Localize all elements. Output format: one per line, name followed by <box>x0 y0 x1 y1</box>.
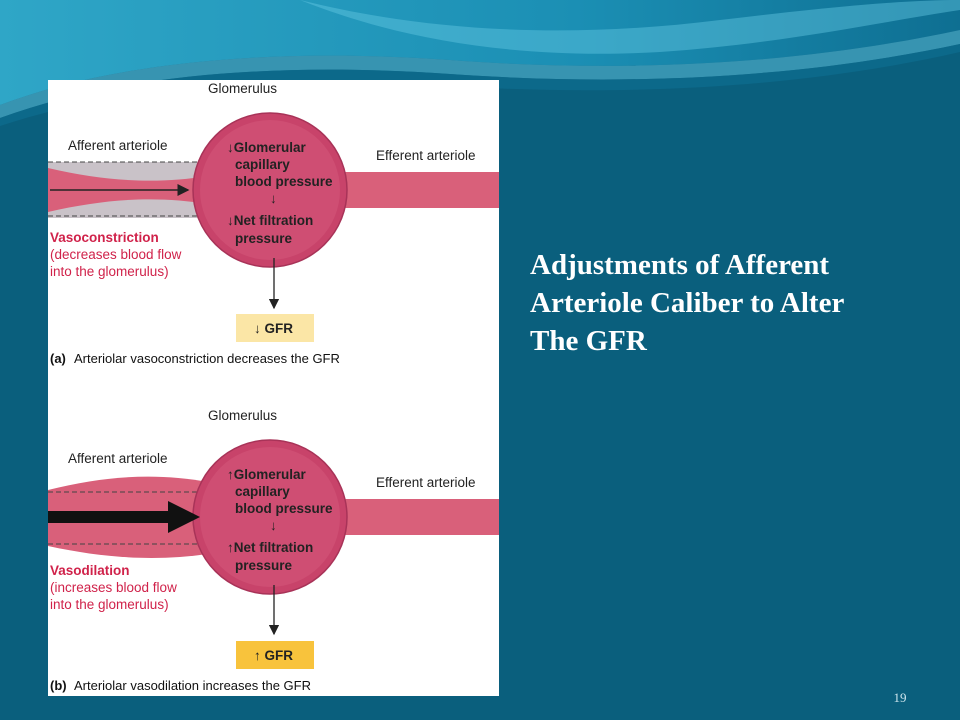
afferent-label-b: Afferent arteriole <box>68 451 168 466</box>
gfr-increase-label: ↑ GFR <box>254 648 293 663</box>
pressure-line3-a: blood pressure <box>235 174 333 189</box>
slide-title: Adjustments of Afferent Arteriole Calibe… <box>530 246 930 360</box>
glomerulus-label-a: Glomerulus <box>208 81 277 96</box>
panel-a: Glomerulus Afferent arteriole Efferent a… <box>48 81 499 366</box>
gfr-figure-panel: Glomerulus Afferent arteriole Efferent a… <box>48 80 499 696</box>
vasodilation-label: Vasodilation <box>50 563 130 578</box>
gfr-decrease-label: ↓ GFR <box>254 321 293 336</box>
gfr-box-b <box>236 641 314 669</box>
vasoconstriction-label: Vasoconstriction <box>50 230 159 245</box>
slide-number: 19 <box>893 690 907 705</box>
net-line1-b: ↑Net filtration <box>227 540 313 555</box>
caption-letter-b: (b) <box>50 678 67 693</box>
vasodilation-desc1: (increases blood flow <box>50 580 177 595</box>
gfr-box-a <box>236 314 314 342</box>
slide-title-line-3: The GFR <box>530 325 647 357</box>
down-arrow-symbol-a: ↓ <box>270 191 277 206</box>
gfr-diagram: Glomerulus Afferent arteriole Efferent a… <box>48 81 499 693</box>
efferent-label-a: Efferent arteriole <box>376 148 476 163</box>
flow-arrow-b <box>48 501 200 533</box>
caption-b: Arteriolar vasodilation increases the GF… <box>74 678 311 693</box>
efferent-arteriole-a <box>338 172 499 208</box>
pressure-line1-b: ↑Glomerular <box>227 467 307 482</box>
pressure-line3-b: blood pressure <box>235 501 333 516</box>
slide-title-line-1: Adjustments of Afferent <box>530 249 830 281</box>
efferent-label-b: Efferent arteriole <box>376 475 476 490</box>
vasodilation-desc2: into the glomerulus) <box>50 597 169 612</box>
afferent-label-a: Afferent arteriole <box>68 138 168 153</box>
glomerulus-label-b: Glomerulus <box>208 408 277 423</box>
net-line1-a: ↓Net filtration <box>227 213 313 228</box>
pressure-line2-b: capillary <box>235 484 290 499</box>
down-arrow-symbol-b: ↓ <box>270 518 277 533</box>
efferent-arteriole-b <box>338 499 499 535</box>
caption-letter-a: (a) <box>50 351 66 366</box>
net-line2-a: pressure <box>235 231 293 246</box>
pressure-line1-a: ↓Glomerular <box>227 140 307 155</box>
caption-a: Arteriolar vasoconstriction decreases th… <box>74 351 340 366</box>
vasoconstriction-desc2: into the glomerulus) <box>50 264 169 279</box>
net-line2-b: pressure <box>235 558 293 573</box>
vasoconstriction-desc1: (decreases blood flow <box>50 247 182 262</box>
panel-b: Glomerulus Afferent arteriole Efferent a… <box>48 408 499 693</box>
slide-title-line-2: Arteriole Caliber to Alter <box>530 287 845 319</box>
pressure-line2-a: capillary <box>235 157 290 172</box>
